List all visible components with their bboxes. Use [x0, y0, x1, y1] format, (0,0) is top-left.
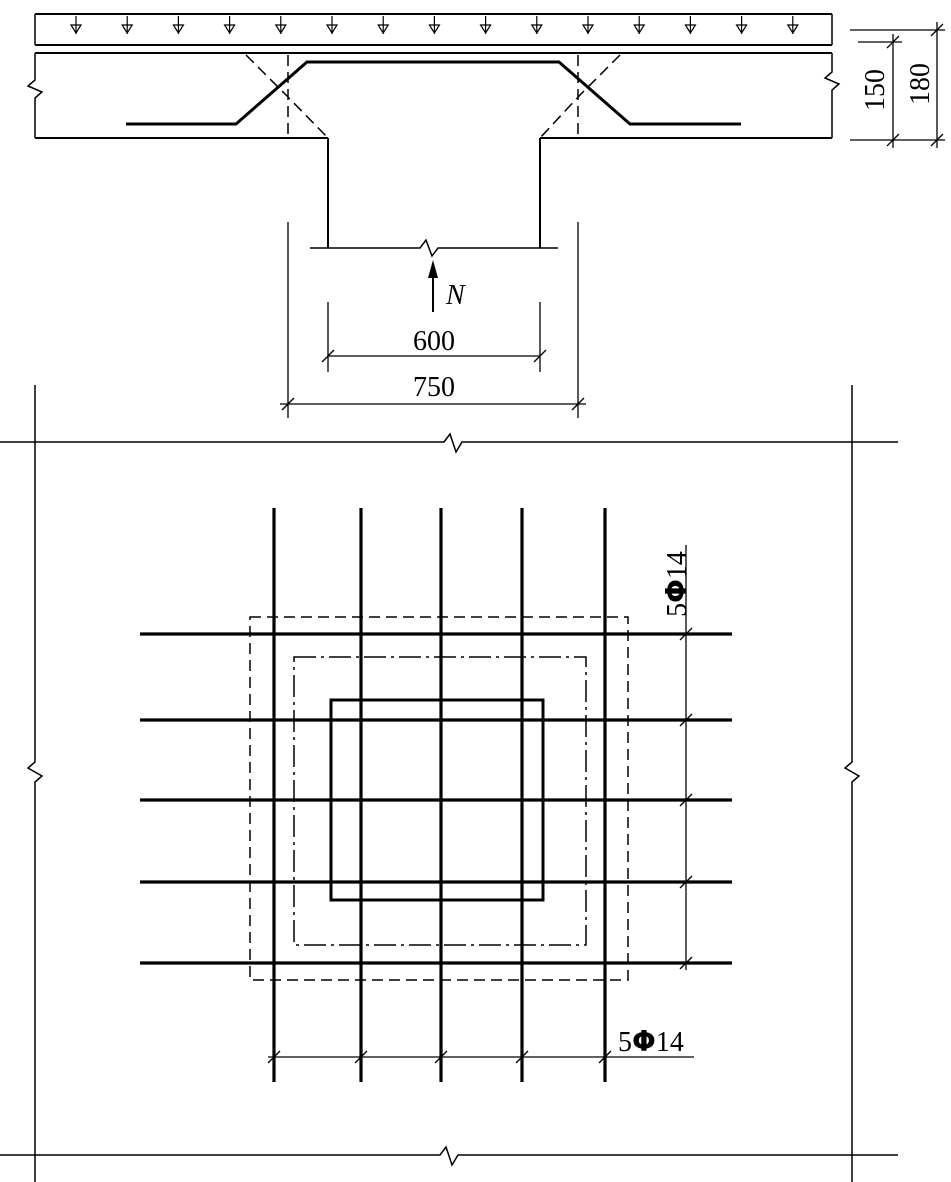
dim-600-tick-left: [321, 349, 335, 363]
load-arrow: [479, 16, 492, 35]
load-arrow: [428, 16, 441, 35]
dim-750-tick-left: [281, 397, 295, 411]
dim-600-label: 600: [413, 326, 455, 357]
dim-180-tick-top: [930, 23, 944, 37]
distributed-load-arrows: [69, 16, 799, 35]
rebar-spacing-tick: [679, 793, 693, 807]
plan-break-line-left: [26, 385, 44, 1182]
rebar-spacing-tick: [267, 1050, 281, 1064]
rebar-count: 5: [662, 603, 693, 617]
slab-break-line-left: [26, 53, 44, 138]
rebar-spacing-tick: [354, 1050, 368, 1064]
rebar-diameter-symbol: Φ: [660, 579, 693, 603]
rebar-diameter-symbol: Φ: [632, 1025, 656, 1058]
horizontal-rebar-label: 5Φ14: [660, 551, 693, 617]
load-arrow: [633, 16, 646, 35]
column-break-line: [310, 238, 558, 258]
dim-750-label: 750: [413, 372, 455, 403]
rebar-spacing-tick: [679, 875, 693, 889]
plan-break-line-right: [843, 385, 861, 1182]
load-arrow: [325, 16, 339, 35]
dim-750-tick-right: [571, 397, 585, 411]
load-arrow: [223, 16, 236, 35]
rebar-spacing-tick: [679, 713, 693, 727]
dim-150-tick-top: [886, 35, 900, 49]
load-arrow: [121, 16, 134, 35]
rebar-count: 5: [618, 1027, 632, 1058]
load-arrow: [786, 16, 799, 35]
bent-up-bar: [126, 60, 741, 126]
rebar-diameter: 14: [656, 1027, 684, 1058]
plan-break-line-top: [0, 432, 898, 454]
dim-180-label: 180: [905, 63, 936, 105]
force-label: N: [445, 280, 466, 311]
rebar-spacing-tick: [598, 1050, 612, 1064]
punching-cone-line-right: [539, 54, 621, 139]
dim-150-tick-bottom: [886, 133, 900, 147]
plan-view: 5Φ14 5Φ14: [0, 385, 898, 1182]
load-arrow: [530, 16, 543, 35]
load-arrow: [172, 16, 185, 35]
force-arrow-head: [428, 260, 438, 278]
load-arrow: [274, 16, 287, 35]
rebar-spacing-tick: [679, 627, 693, 641]
dim-600-tick-right: [533, 349, 547, 363]
rebar-diameter: 14: [662, 551, 693, 579]
dim-150-label: 150: [860, 69, 891, 111]
rebar-spacing-tick: [515, 1050, 529, 1064]
rebar-spacing-tick: [434, 1050, 448, 1064]
load-arrow: [684, 16, 697, 35]
plan-break-line-bottom: [0, 1145, 898, 1167]
section-view: N 600 750 150 180: [26, 13, 945, 418]
rebar-spacing-tick: [679, 956, 693, 970]
slab-break-line-right: [823, 53, 841, 138]
punching-cone-line-left: [245, 54, 329, 139]
load-arrow: [377, 16, 390, 35]
dim-180-tick-bottom: [930, 133, 944, 147]
vertical-rebar-label: 5Φ14: [618, 1025, 684, 1058]
load-arrow: [581, 16, 595, 35]
load-arrow: [735, 16, 748, 35]
load-arrow: [69, 16, 83, 35]
